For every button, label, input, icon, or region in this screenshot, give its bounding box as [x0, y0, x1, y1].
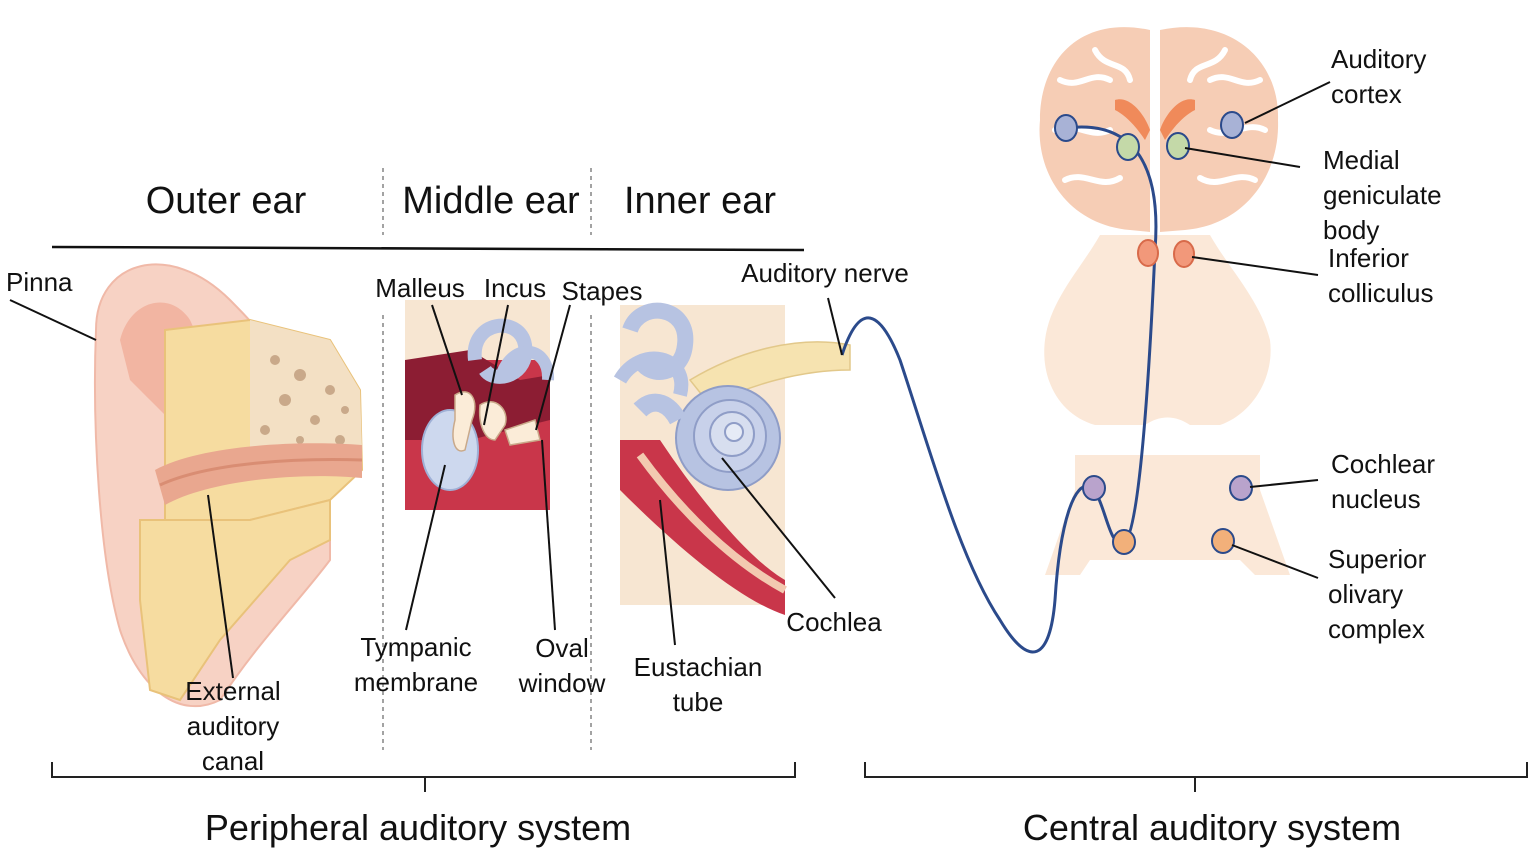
label-cochlear-nucleus-2: nucleus — [1331, 484, 1421, 514]
label-external-canal-3: canal — [202, 746, 264, 776]
heading-inner-ear: Inner ear — [624, 180, 776, 222]
label-eustachian-2: tube — [673, 687, 724, 717]
label-auditory-nerve: Auditory nerve — [741, 258, 909, 288]
node-superior-olivary-right — [1211, 528, 1235, 554]
heading-middle-ear: Middle ear — [402, 180, 580, 222]
label-central-system: Central auditory system — [1023, 807, 1401, 848]
label-tympanic-1: Tympanic — [360, 632, 471, 662]
label-incus: Incus — [484, 273, 546, 303]
label-auditory-cortex-2: cortex — [1331, 79, 1402, 109]
node-superior-olivary-left — [1112, 529, 1136, 555]
node-inferior-colliculus-right — [1173, 240, 1195, 268]
label-medial-geniculate-2: geniculate — [1323, 180, 1442, 210]
label-external-canal-1: External — [185, 676, 280, 706]
node-medial-geniculate-right — [1166, 132, 1190, 160]
label-oval-window-1: Oval — [535, 633, 588, 663]
node-medial-geniculate-left — [1116, 133, 1140, 161]
label-pinna: Pinna — [6, 267, 73, 297]
label-inferior-colliculus-1: Inferior — [1328, 243, 1409, 273]
label-superior-olivary-1: Superior — [1328, 544, 1427, 574]
label-stapes: Stapes — [562, 276, 643, 306]
brain-illustration — [1039, 27, 1290, 575]
label-cochlea: Cochlea — [786, 607, 882, 637]
outer-ear-illustration — [94, 263, 364, 708]
brace-central — [864, 762, 1528, 792]
node-auditory-cortex-right — [1220, 111, 1244, 139]
node-cochlear-nucleus-left — [1082, 475, 1106, 501]
label-external-canal-2: auditory — [187, 711, 280, 741]
node-auditory-cortex-left — [1054, 114, 1078, 142]
header-rule — [51, 245, 805, 252]
label-superior-olivary-2: olivary — [1328, 579, 1403, 609]
label-malleus: Malleus — [375, 273, 465, 303]
leader-lines — [9, 81, 1331, 679]
label-superior-olivary-3: complex — [1328, 614, 1425, 644]
label-medial-geniculate-1: Medial — [1323, 145, 1400, 175]
label-eustachian-1: Eustachian — [634, 652, 763, 682]
node-inferior-colliculus-left — [1137, 239, 1159, 267]
node-cochlear-nucleus-right — [1229, 475, 1253, 501]
label-peripheral-system: Peripheral auditory system — [205, 807, 631, 848]
middle-ear-illustration — [405, 300, 554, 510]
inner-ear-illustration — [613, 302, 851, 615]
label-inferior-colliculus-2: colliculus — [1328, 278, 1434, 308]
label-tympanic-2: membrane — [354, 667, 478, 697]
label-auditory-cortex-1: Auditory — [1331, 44, 1426, 74]
label-oval-window-2: window — [518, 668, 606, 698]
label-medial-geniculate-3: body — [1323, 215, 1379, 245]
label-cochlear-nucleus-1: Cochlear — [1331, 449, 1435, 479]
heading-outer-ear: Outer ear — [146, 180, 307, 222]
brace-peripheral — [51, 762, 796, 792]
